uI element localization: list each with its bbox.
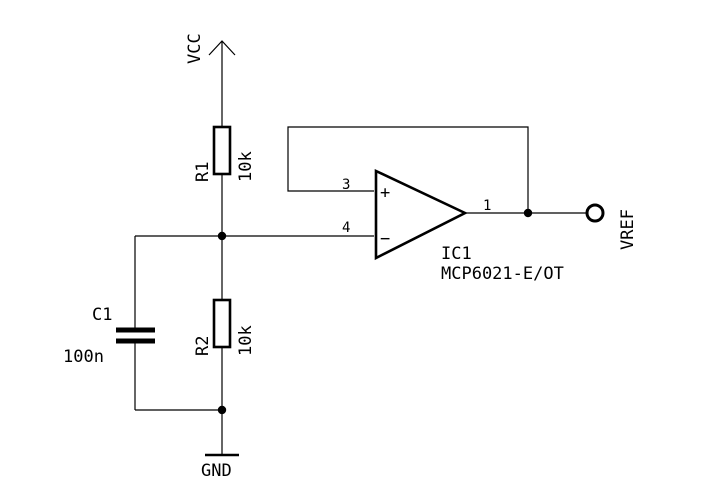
- pin-4-label: 4: [342, 220, 350, 236]
- r2-resistor: [212, 298, 232, 349]
- ic1-minus-sign: −: [380, 229, 390, 249]
- r1-value-label: 10k: [236, 151, 256, 182]
- junction-divider: [217, 231, 227, 241]
- junction-gnd: [217, 405, 227, 415]
- r1-ref-label: R1: [193, 162, 213, 182]
- ic1-ref-label: IC1: [441, 244, 472, 264]
- vcc-label: VCC: [185, 33, 205, 64]
- ic1-part-label: MCP6021-E/OT: [441, 264, 564, 284]
- r1-resistor: [212, 125, 232, 176]
- gnd-label: GND: [201, 461, 232, 481]
- pin-3-label: 3: [342, 177, 350, 193]
- ic1-plus-sign: +: [380, 183, 390, 203]
- ic1-opamp: [374, 168, 468, 261]
- vref-label: VREF: [618, 209, 638, 250]
- c1-value-label: 100n: [63, 347, 104, 367]
- pin-1-label: 1: [483, 198, 491, 214]
- vref-terminal: [585, 203, 605, 223]
- c1-capacitor: [116, 327, 155, 344]
- r2-ref-label: R2: [193, 336, 213, 356]
- r2-value-label: 10k: [236, 325, 256, 356]
- vcc-symbol: [208, 40, 236, 127]
- c1-ref-label: C1: [92, 305, 112, 325]
